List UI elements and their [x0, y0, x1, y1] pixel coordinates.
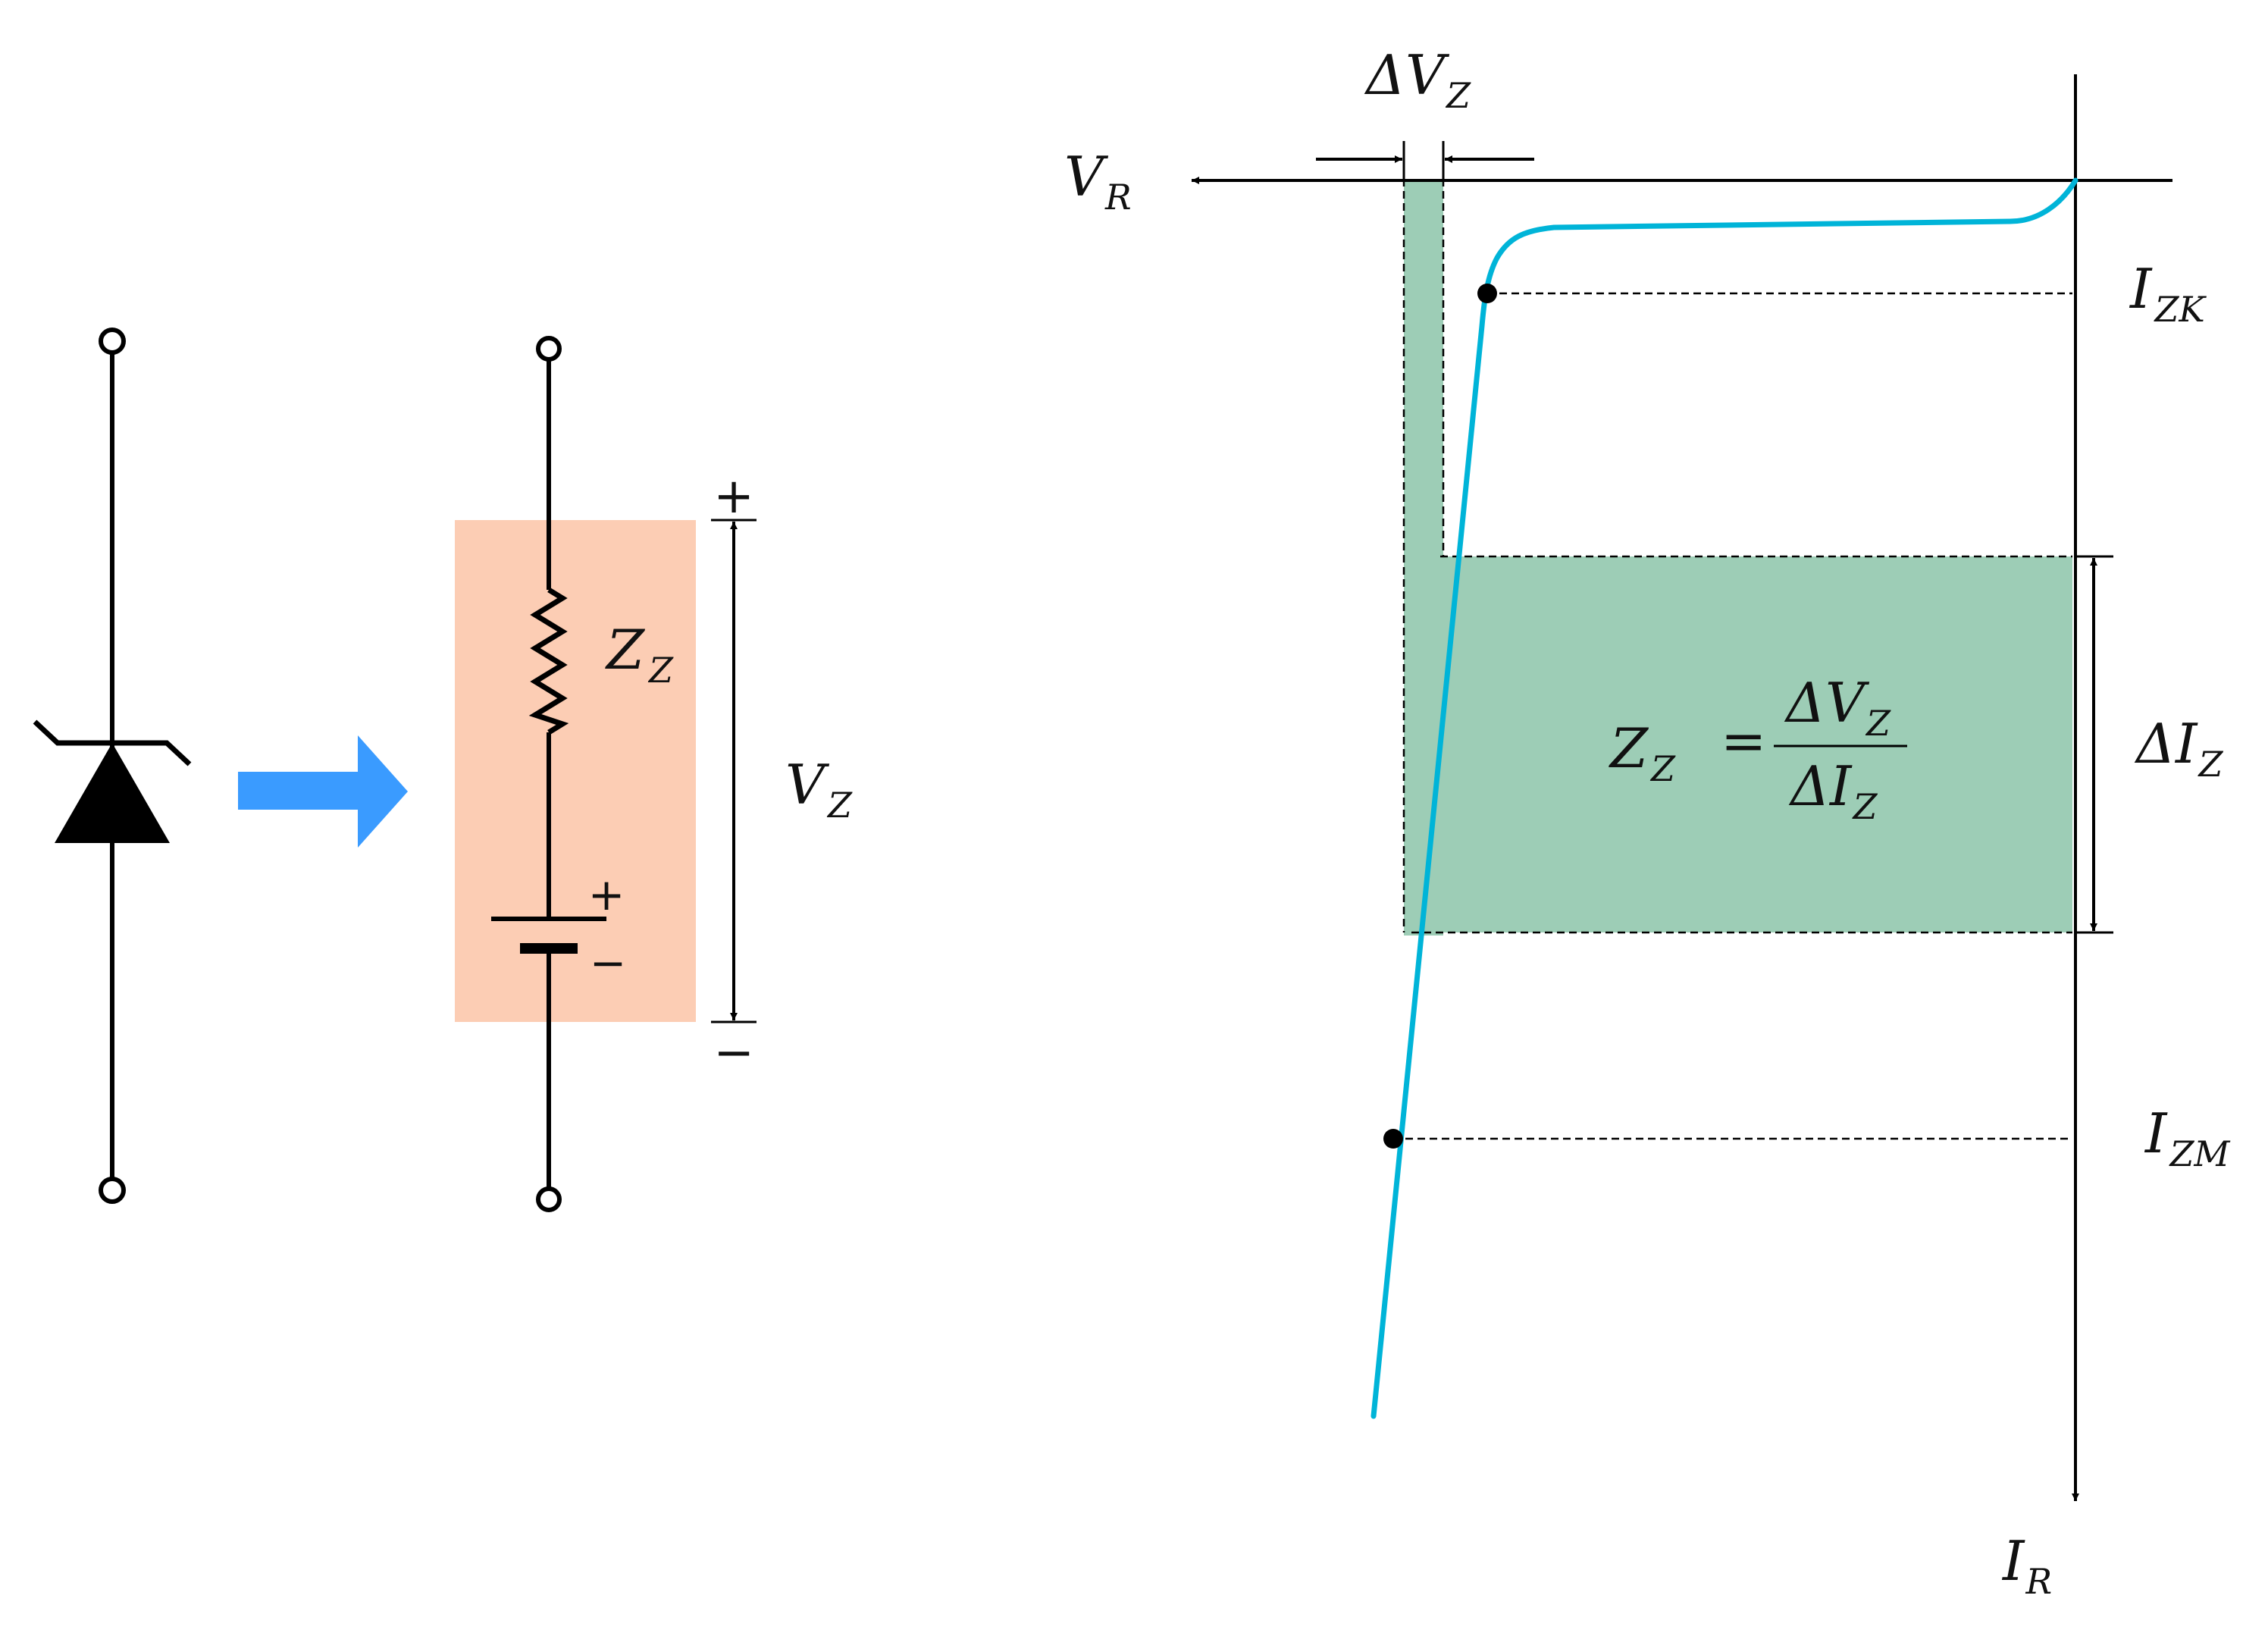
izm-point — [1383, 1129, 1403, 1149]
battery-plus-sign: + — [588, 869, 625, 920]
delta-i-band — [1443, 556, 2072, 932]
equivalent-box — [455, 520, 696, 1022]
izk-point — [1477, 284, 1497, 303]
izm-label: IZM — [2144, 1102, 2231, 1174]
guide-lines — [1393, 179, 2072, 1140]
formula-equals: = — [1721, 709, 1766, 773]
delta-i-label: ΔIZ — [2134, 712, 2223, 785]
delta-v-label: ΔVZ — [1364, 43, 1471, 116]
diode-terminal-top[interactable] — [99, 328, 126, 355]
diode-terminal-bottom[interactable] — [99, 1177, 126, 1204]
delta-v-band — [1404, 180, 1443, 936]
transform-arrow-icon — [238, 735, 408, 848]
axis-vr-label: VR — [1064, 145, 1132, 218]
formula-lhs: ZZ — [1609, 716, 1676, 789]
formula-numerator: ΔVZ — [1784, 671, 1891, 744]
izk-label: IZK — [2129, 257, 2207, 330]
circuit-terminal-bottom[interactable] — [536, 1186, 562, 1212]
battery-minus-sign: − — [590, 937, 627, 989]
zener-diode-symbol — [33, 328, 192, 1204]
resistor-zigzag — [528, 588, 569, 735]
axis-ir-label: IR — [2001, 1529, 2052, 1602]
voltage-minus-sign: − — [713, 1025, 754, 1081]
formula-denominator: ΔIZ — [1788, 754, 1878, 827]
circuit-terminal-top[interactable] — [536, 336, 562, 362]
diode-zener-bar — [33, 719, 192, 766]
diode-triangle — [55, 743, 170, 843]
impedance-formula: ZZ = ΔVZ ΔIZ — [1609, 671, 1907, 827]
voltage-plus-sign: + — [713, 469, 754, 525]
voltage-label: VZ — [785, 753, 853, 826]
characteristic-graph: VR IR ΔVZ ΔIZ IZK IZM ZZ = ΔVZ ΔIZ — [1064, 43, 2231, 1602]
